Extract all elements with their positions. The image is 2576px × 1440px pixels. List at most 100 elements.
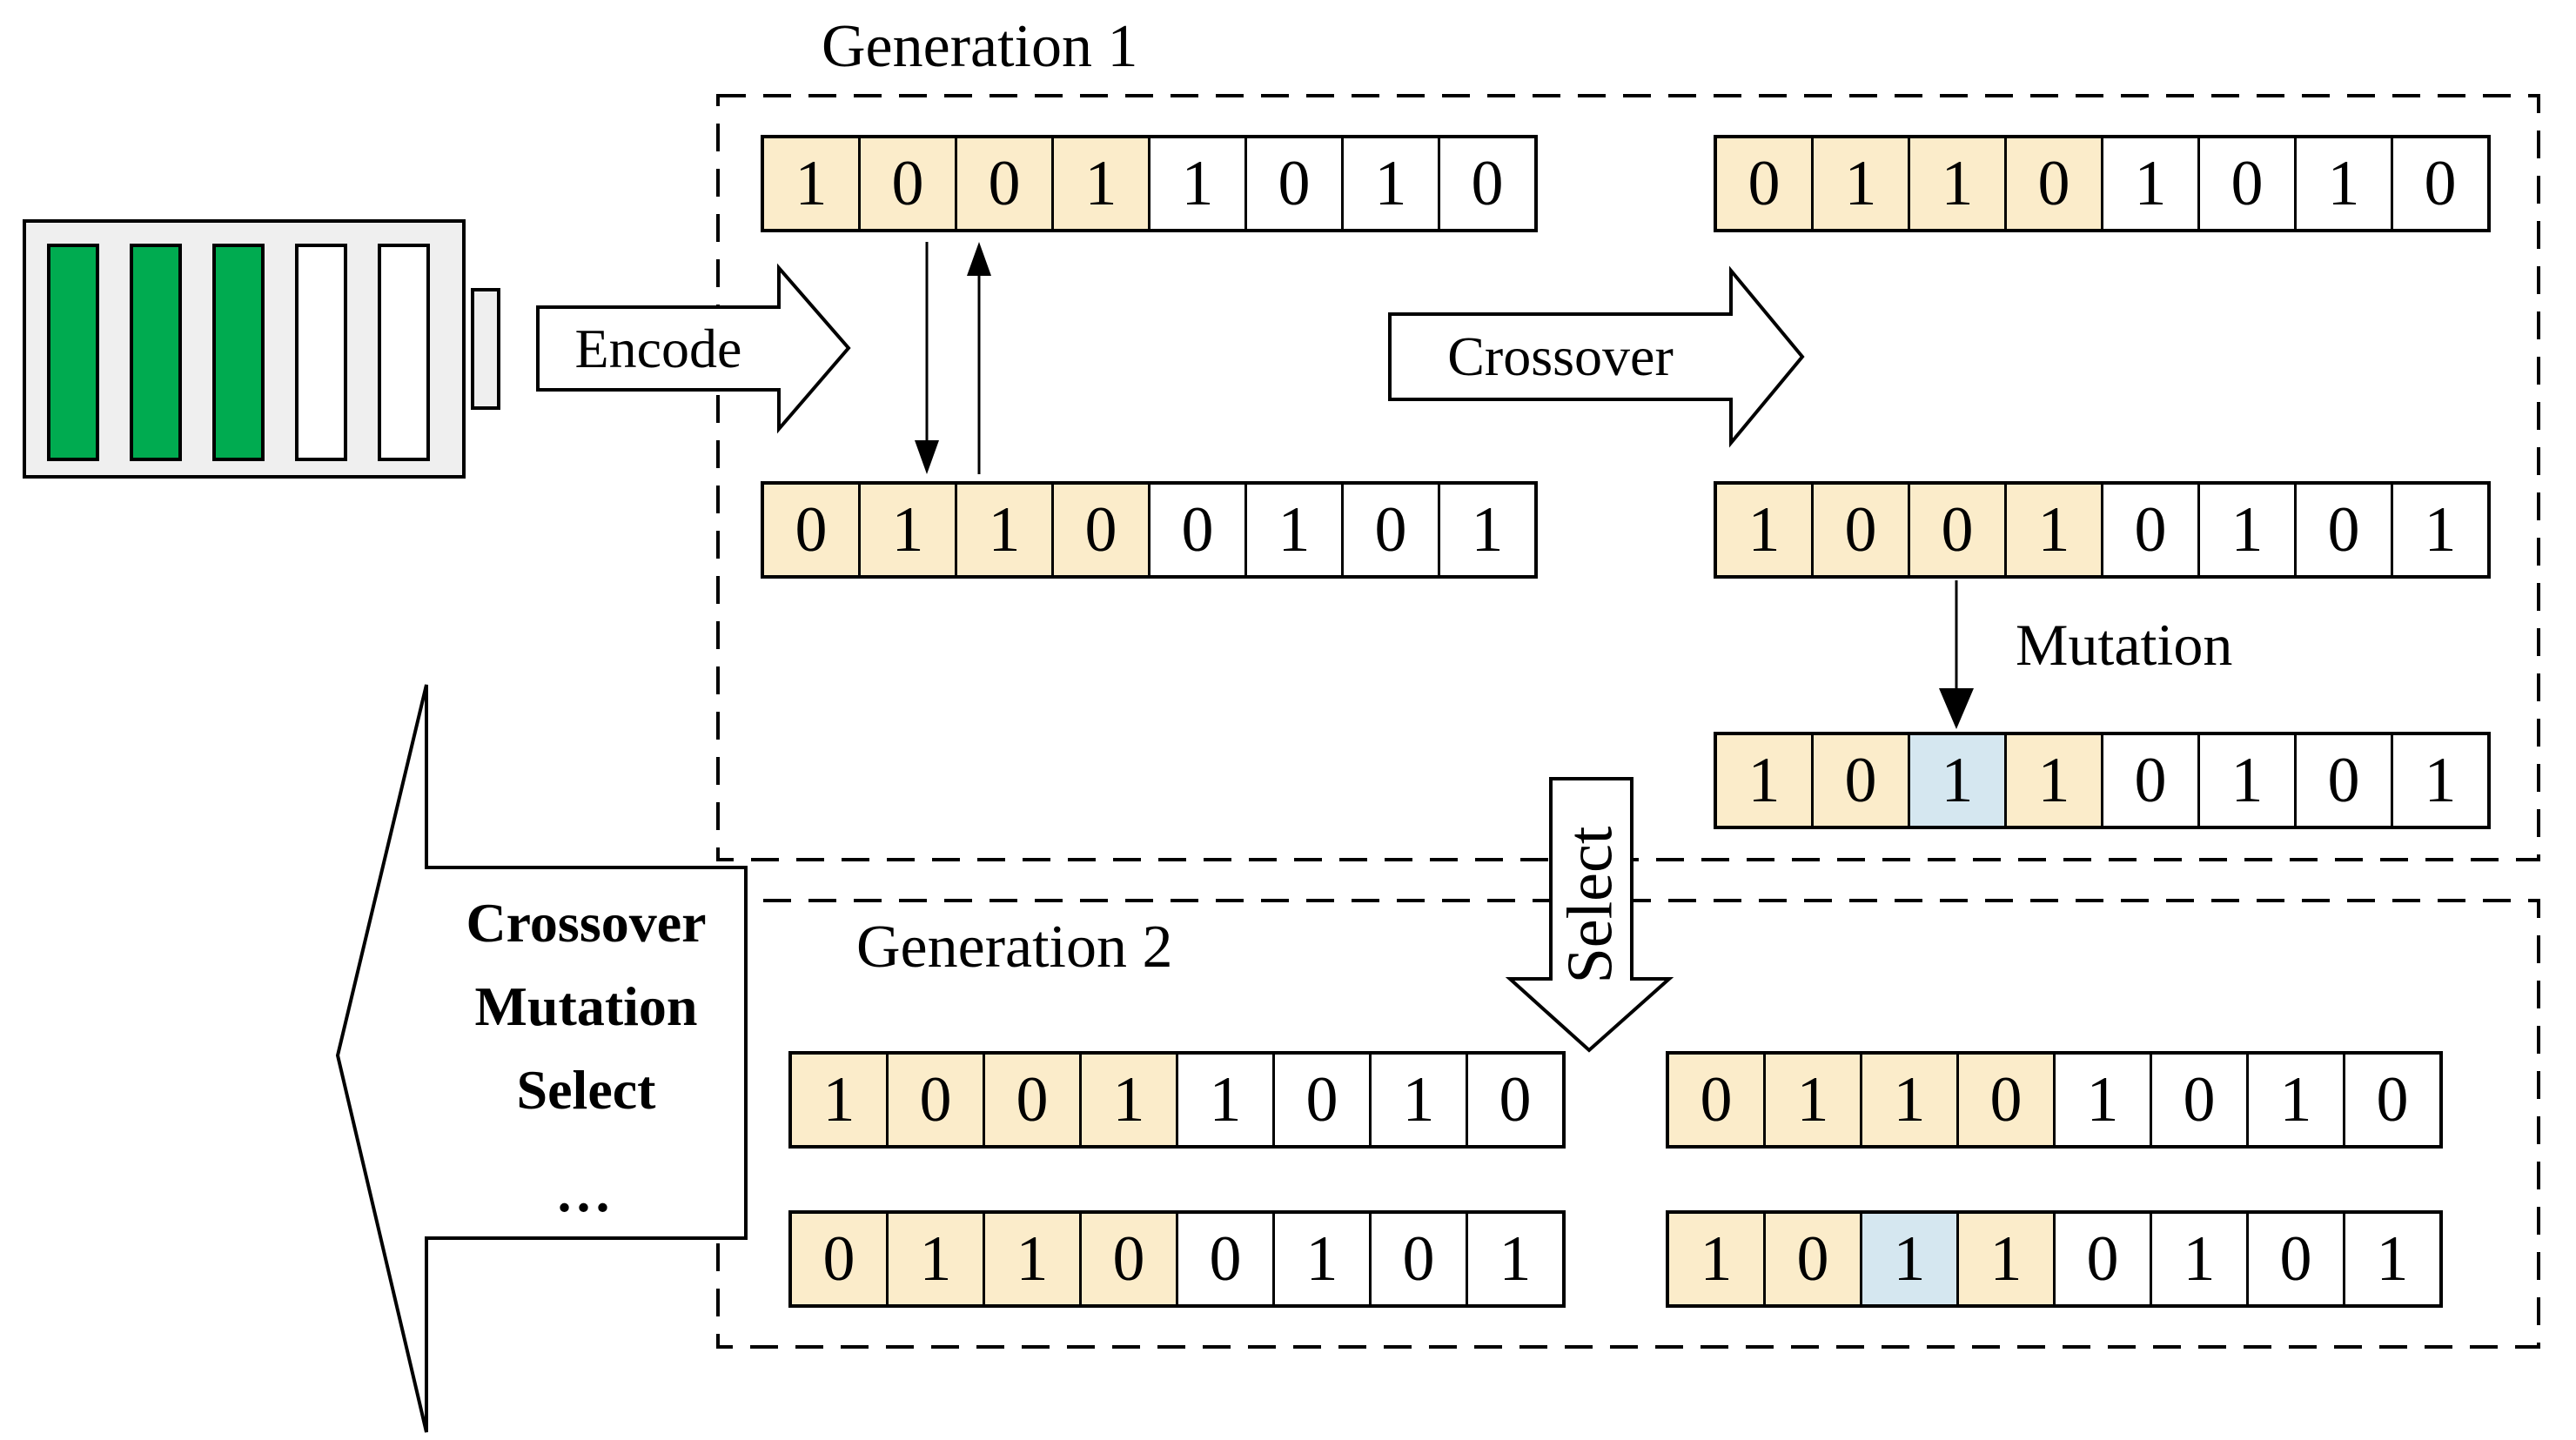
bit-cell: 1 bbox=[1717, 735, 1811, 826]
bit-cell: 0 bbox=[2150, 1055, 2246, 1145]
bit-cell: 0 bbox=[2101, 735, 2197, 826]
bit-cell: 1 bbox=[886, 1214, 983, 1304]
bit-cell: 1 bbox=[2294, 138, 2391, 229]
bit-cell: 1 bbox=[1860, 1055, 1956, 1145]
bit-cell: 0 bbox=[2246, 1214, 2343, 1304]
bit-cell: 0 bbox=[2391, 138, 2487, 229]
bit-cell: 1 bbox=[955, 485, 1051, 575]
bit-cell: 0 bbox=[1908, 485, 2004, 575]
crossover-arrow bbox=[1388, 265, 1805, 448]
bit-cell: 1 bbox=[2343, 1214, 2439, 1304]
bit-cell: 0 bbox=[955, 138, 1051, 229]
bit-cell: 0 bbox=[1466, 1055, 1562, 1145]
bit-cell: 0 bbox=[2101, 485, 2197, 575]
bit-cell: 0 bbox=[1763, 1214, 1860, 1304]
bit-cell: 0 bbox=[1244, 138, 1341, 229]
bit-cell: 1 bbox=[1908, 735, 2004, 826]
bit-cell: 1 bbox=[1811, 138, 1908, 229]
bit-cell: 0 bbox=[858, 138, 955, 229]
bit-cell: 1 bbox=[2197, 735, 2294, 826]
bit-cell: 0 bbox=[1369, 1214, 1466, 1304]
bit-cell: 1 bbox=[2053, 1055, 2150, 1145]
bit-cell: 0 bbox=[2004, 138, 2101, 229]
bit-cell: 1 bbox=[2004, 735, 2101, 826]
bit-cell: 0 bbox=[2294, 735, 2391, 826]
loop-arrow-text: Crossover Mutation Select ... bbox=[426, 881, 746, 1235]
bit-cell: 0 bbox=[2343, 1055, 2439, 1145]
bit-cell: 1 bbox=[2150, 1214, 2246, 1304]
bit-cell: 1 bbox=[1860, 1214, 1956, 1304]
bit-cell: 1 bbox=[1669, 1214, 1763, 1304]
bit-cell: 1 bbox=[1079, 1055, 1176, 1145]
bit-cell: 1 bbox=[2391, 485, 2487, 575]
battery-bar-empty bbox=[378, 244, 430, 461]
encode-arrow bbox=[536, 263, 851, 434]
bit-cell: 1 bbox=[1176, 1055, 1272, 1145]
bit-cell: 0 bbox=[1079, 1214, 1176, 1304]
bit-cell: 0 bbox=[764, 485, 858, 575]
bit-cell: 0 bbox=[1956, 1055, 2053, 1145]
bit-cell: 1 bbox=[1908, 138, 2004, 229]
mutation-label: Mutation bbox=[2016, 612, 2233, 678]
bit-cell: 0 bbox=[1811, 735, 1908, 826]
mutation-arrowhead bbox=[1939, 688, 1974, 729]
loop-line-crossover: Crossover bbox=[466, 892, 707, 954]
battery-icon bbox=[23, 219, 466, 479]
bit-cell: 1 bbox=[858, 485, 955, 575]
loop-line-mutation: Mutation bbox=[474, 975, 698, 1037]
loop-back-arrow bbox=[335, 684, 748, 1433]
bit-cell: 0 bbox=[1051, 485, 1148, 575]
bit-cell: 0 bbox=[1717, 138, 1811, 229]
bit-cell: 1 bbox=[792, 1055, 886, 1145]
bit-cell: 1 bbox=[1244, 485, 1341, 575]
bit-cell: 0 bbox=[983, 1055, 1079, 1145]
bit-cell: 1 bbox=[1272, 1214, 1369, 1304]
loop-line-select: Select bbox=[516, 1059, 656, 1121]
bit-cell: 0 bbox=[1176, 1214, 1272, 1304]
bit-cell: 0 bbox=[886, 1055, 983, 1145]
bit-cell: 1 bbox=[1341, 138, 1438, 229]
bit-cell: 1 bbox=[1717, 485, 1811, 575]
bit-cell: 0 bbox=[2197, 138, 2294, 229]
bit-cell: 0 bbox=[1272, 1055, 1369, 1145]
encode-arrowhead-up bbox=[967, 242, 991, 276]
bit-cell: 1 bbox=[1466, 1214, 1562, 1304]
battery-bar-filled bbox=[47, 244, 99, 461]
bit-cell: 1 bbox=[1369, 1055, 1466, 1145]
bit-cell: 1 bbox=[2197, 485, 2294, 575]
bit-cell: 0 bbox=[792, 1214, 886, 1304]
bit-cell: 1 bbox=[2004, 485, 2101, 575]
generation1-title: Generation 1 bbox=[822, 13, 1138, 80]
bit-cell: 1 bbox=[1051, 138, 1148, 229]
bit-cell: 0 bbox=[1811, 485, 1908, 575]
encode-label: Encode bbox=[574, 317, 742, 379]
decode-arrowhead-down bbox=[915, 440, 939, 474]
battery-bar-filled bbox=[212, 244, 265, 461]
bit-cell: 1 bbox=[1148, 138, 1244, 229]
select-arrow bbox=[1505, 777, 1674, 1053]
bit-cell: 1 bbox=[1438, 485, 1534, 575]
battery-terminal bbox=[471, 288, 500, 410]
bit-cell: 1 bbox=[2101, 138, 2197, 229]
bit-cell: 0 bbox=[1438, 138, 1534, 229]
bit-cell: 0 bbox=[1341, 485, 1438, 575]
battery-bar-filled bbox=[130, 244, 182, 461]
loop-line-ellipsis: ... bbox=[557, 1162, 615, 1223]
crossover-label: Crossover bbox=[1447, 325, 1674, 387]
bit-cell: 0 bbox=[1148, 485, 1244, 575]
bit-cell: 1 bbox=[2391, 735, 2487, 826]
select-label: Select bbox=[1554, 826, 1627, 984]
generation2-title: Generation 2 bbox=[856, 914, 1173, 981]
bit-cell: 0 bbox=[2053, 1214, 2150, 1304]
